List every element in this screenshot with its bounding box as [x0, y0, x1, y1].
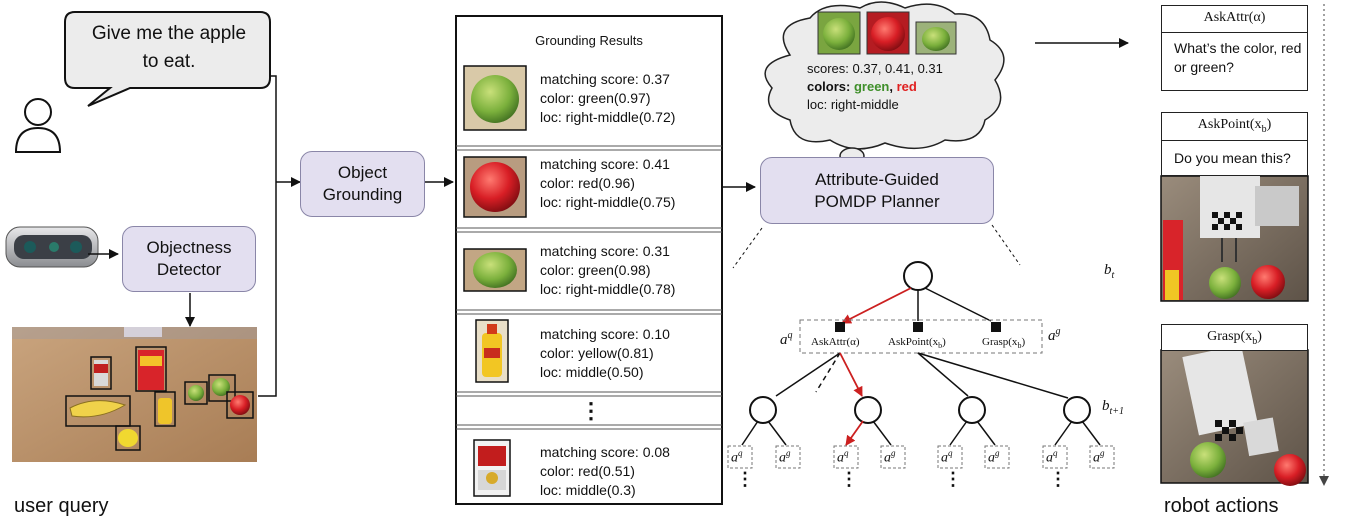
item-3-score: matching score: 0.31 — [540, 243, 670, 259]
leaf-continuation-dots: ⋮ — [1049, 469, 1067, 489]
grounding-item-1: matching score: 0.37 color: green(0.97) … — [540, 70, 675, 127]
item-2-score: matching score: 0.41 — [540, 156, 670, 172]
thought-loc: loc: right-middle — [807, 97, 899, 112]
tree-action-grasp: Grasp(xb) — [982, 336, 1026, 351]
leaf-ag-label: ag — [884, 448, 896, 466]
grounding-item-3: matching score: 0.31 color: green(0.98) … — [540, 242, 675, 299]
leaf-aq-label: aq — [1046, 448, 1058, 466]
thought-colors-label: colors: — [807, 79, 851, 94]
ask-attr-title: AskAttr(α) — [1203, 10, 1266, 25]
item-1-color: color: green(0.97) — [540, 90, 651, 106]
grounding-results-title: Grounding Results — [535, 33, 643, 48]
leaf-continuation-dots: ⋮ — [944, 469, 962, 489]
depth-camera-icon — [5, 226, 99, 268]
item-5-color: color: red(0.51) — [540, 463, 635, 479]
thumb-green-apple-1 — [463, 65, 527, 131]
thumb-red-apple — [463, 156, 527, 218]
ask-attr-question: What’s the color, red or green? — [1174, 40, 1302, 75]
speech-text: Give me the apple to eat. — [91, 23, 247, 72]
speech-bubble — [64, 11, 271, 107]
robot-pointing-image — [1160, 175, 1309, 302]
item-4-loc: loc: middle(0.50) — [540, 364, 644, 380]
item-2-color: color: red(0.96) — [540, 175, 635, 191]
item-4-score: matching score: 0.10 — [540, 326, 670, 342]
thumb-green-apple-2 — [463, 248, 527, 292]
grasp-title: Grasp(xb) — [1207, 329, 1262, 347]
thought-thumb-green-apple-1 — [817, 11, 861, 55]
leaf-continuation-dots: ⋮ — [840, 469, 858, 489]
robot-grasp-image — [1160, 344, 1309, 486]
pomdp-search-tree — [727, 261, 1115, 469]
ag-label: ag — [1048, 326, 1061, 344]
item-2-loc: loc: right-middle(0.75) — [540, 194, 676, 210]
grounding-item-2: matching score: 0.41 color: red(0.96) lo… — [540, 155, 675, 212]
item-1-score: matching score: 0.37 — [540, 71, 670, 87]
leaf-aq-label: aq — [837, 448, 849, 466]
robot-actions-caption: robot actions — [1164, 495, 1279, 517]
ask-point-question: Do you mean this? — [1174, 150, 1291, 166]
ask-point-title: AskPoint(xb) — [1197, 117, 1272, 135]
ask-attr-action-card: AskAttr(α) What’s the color, red or gree… — [1161, 5, 1308, 91]
thought-color-red: red — [896, 79, 917, 94]
thumb-soup-can — [473, 439, 511, 497]
bt1-label: bt+1 — [1102, 398, 1125, 417]
thought-color-green: green — [853, 79, 890, 94]
thought-comma: , — [889, 79, 893, 94]
object-grounding-box: Object Grounding — [300, 151, 425, 217]
user-query-caption: user query — [14, 495, 109, 517]
item-5-score: matching score: 0.08 — [540, 444, 670, 460]
thought-colors: colors: green, red — [807, 78, 943, 96]
bt-label: bt — [1104, 262, 1115, 281]
objectness-detector-box: Objectness Detector — [122, 226, 256, 292]
item-5-loc: loc: middle(0.3) — [540, 482, 636, 498]
thumb-mustard-bottle — [475, 319, 509, 383]
aq-label: aq — [780, 330, 793, 348]
grounding-item-5: matching score: 0.08 color: red(0.51) lo… — [540, 443, 670, 500]
thought-text: scores: 0.37, 0.41, 0.31 colors: green, … — [807, 60, 943, 114]
object-grounding-label: Object Grounding — [322, 163, 403, 204]
item-4-color: color: yellow(0.81) — [540, 345, 654, 361]
objectness-detector-label: Objectness Detector — [146, 238, 232, 279]
planner-box: Attribute-Guided POMDP Planner — [760, 157, 994, 224]
grasp-action-card: Grasp(xb) — [1161, 324, 1308, 351]
tabletop-scene-image — [12, 327, 257, 462]
thought-scores: scores: 0.37, 0.41, 0.31 — [807, 61, 943, 76]
planner-label: Attribute-Guided POMDP Planner — [814, 169, 940, 211]
leaf-ag-label: ag — [988, 448, 1000, 466]
item-3-loc: loc: right-middle(0.78) — [540, 281, 676, 297]
thought-thumb-red-apple — [866, 11, 910, 55]
leaf-ag-label: ag — [1093, 448, 1105, 466]
grounding-ellipsis: ⋮ — [580, 398, 602, 423]
item-1-loc: loc: right-middle(0.72) — [540, 109, 676, 125]
ask-point-action-card: AskPoint(xb) Do you mean this? — [1161, 112, 1308, 176]
grounding-item-4: matching score: 0.10 color: yellow(0.81)… — [540, 325, 670, 382]
tree-action-ask-attr: AskAttr(α) — [811, 336, 860, 348]
user-icon — [14, 98, 62, 153]
leaf-ag-label: ag — [779, 448, 791, 466]
leaf-continuation-dots: ⋮ — [736, 469, 754, 489]
item-3-color: color: green(0.98) — [540, 262, 651, 278]
tree-action-ask-point: AskPoint(xb) — [888, 336, 946, 351]
thought-thumb-green-apple-2 — [915, 21, 957, 55]
leaf-aq-label: aq — [941, 448, 953, 466]
leaf-aq-label: aq — [731, 448, 743, 466]
